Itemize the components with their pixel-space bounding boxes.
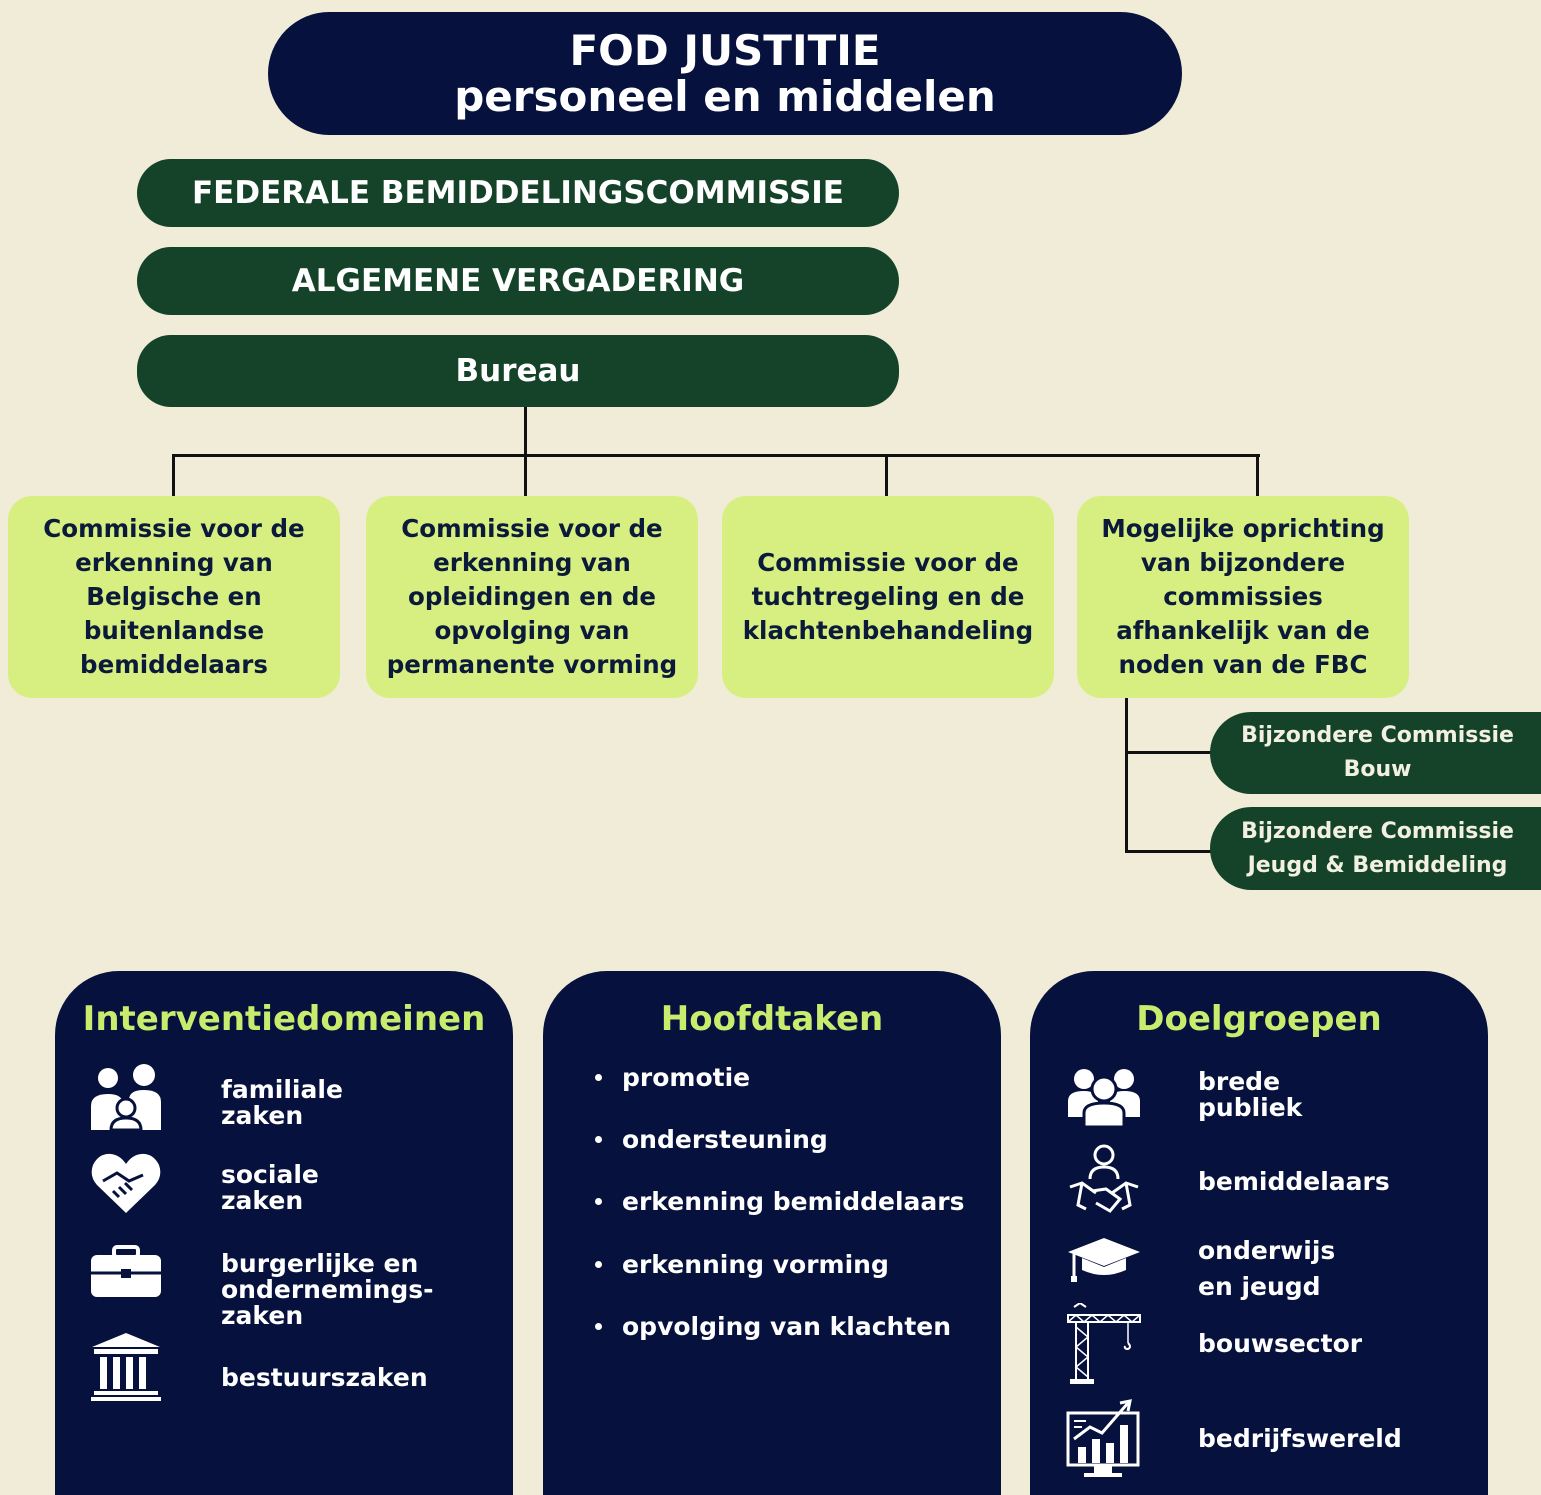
task-item-5: opvolging van klachten: [595, 1312, 951, 1341]
intervention-3-line-3: zaken: [221, 1301, 304, 1330]
intervention-1-line-2: zaken: [221, 1101, 304, 1130]
commission-text-4: Mogelijke oprichting van bijzondere comm…: [1101, 514, 1385, 679]
task-label-1: promotie: [622, 1063, 751, 1092]
connector-drop-1: [172, 454, 175, 496]
target-1-line-1: brede: [1198, 1067, 1281, 1096]
family-icon: [91, 1064, 161, 1130]
bullet-icon: [595, 1136, 602, 1143]
task-label-5: opvolging van klachten: [622, 1312, 952, 1341]
hoofdtaken-title: Hoofdtaken: [660, 999, 884, 1039]
panel-hoofdtaken: Hoofdtaken promotie ondersteuning erkenn…: [543, 971, 1001, 1495]
commission-box-4: Mogelijke oprichting van bijzondere comm…: [1077, 496, 1409, 698]
header-title: FOD JUSTITIE: [569, 25, 881, 75]
special-jeugd-line2: Jeugd & Bemiddeling: [1247, 852, 1508, 878]
target-label-2: bemiddelaars: [1198, 1169, 1390, 1195]
briefcase-icon: [91, 1245, 161, 1297]
commission-text-3: Commissie voor de tuchtregeling en de kl…: [742, 548, 1034, 645]
intervention-label-4: bestuurszaken: [221, 1365, 428, 1391]
federale-label: FEDERALE BEMIDDELINGSCOMMISSIE: [192, 175, 844, 211]
special-commission-bouw: Bijzondere Commissie Bouw: [1210, 712, 1541, 794]
commission-text-1: Commissie voor de erkenning van Belgisch…: [43, 514, 305, 679]
intervention-4-line-1: bestuurszaken: [221, 1363, 428, 1392]
commission-box-2: Commissie voor de erkenning van opleidin…: [366, 496, 698, 698]
task-item-4: erkenning vorming: [595, 1250, 889, 1279]
government-building-icon: [91, 1333, 161, 1401]
algemene-label: ALGEMENE VERGADERING: [291, 263, 745, 299]
connector-bureau-down: [524, 407, 527, 457]
algemene-pill: ALGEMENE VERGADERING: [137, 247, 899, 315]
target-5-line-1: bedrijfswereld: [1198, 1424, 1402, 1453]
target-label-3: onderwijs en jeugd: [1198, 1233, 1335, 1305]
special-jeugd-line1: Bijzondere Commissie: [1241, 818, 1514, 844]
bullet-icon: [595, 1261, 602, 1268]
task-item-3: erkenning bemiddelaars: [595, 1187, 965, 1216]
intervention-3-line-1: burgerlijke en: [221, 1249, 419, 1278]
intervention-label-2: sociale zaken: [221, 1162, 319, 1214]
target-label-5: bedrijfswereld: [1198, 1426, 1402, 1452]
commission-box-1: Commissie voor de erkenning van Belgisch…: [8, 496, 340, 698]
bureau-label: Bureau: [455, 353, 581, 389]
doelgroepen-title: Doelgroepen: [1136, 999, 1382, 1039]
bureau-pill: Bureau: [137, 335, 899, 407]
bullet-icon: [595, 1323, 602, 1330]
connector-drop-3: [885, 454, 888, 496]
special-bouw-line1: Bijzondere Commissie: [1241, 723, 1514, 748]
target-3-line-2: en jeugd: [1198, 1272, 1321, 1301]
federale-pill: FEDERALE BEMIDDELINGSCOMMISSIE: [137, 159, 899, 227]
heart-handshake-icon: [91, 1153, 161, 1213]
commission-text-2: Commissie voor de erkenning van opleidin…: [386, 514, 678, 679]
target-2-line-1: bemiddelaars: [1198, 1167, 1390, 1196]
special-connector-2: [1125, 850, 1215, 853]
target-1-line-2: publiek: [1198, 1093, 1303, 1122]
special-bouw-line2: Bouw: [1343, 757, 1412, 782]
special-connector-1: [1125, 751, 1215, 754]
special-commission-jeugd: Bijzondere Commissie Jeugd & Bemiddeling: [1210, 807, 1541, 890]
header-subtitle: personeel en middelen: [454, 71, 996, 121]
connector-horizontal: [172, 454, 1260, 457]
connector-drop-4: [1256, 454, 1259, 496]
panel-interventiedomeinen: Interventiedomeinen familiale zaken soci…: [55, 971, 513, 1495]
target-label-4: bouwsector: [1198, 1331, 1362, 1357]
panel-doelgroepen: Doelgroepen brede publiek bemiddelaars o…: [1030, 971, 1488, 1495]
target-4-line-1: bouwsector: [1198, 1329, 1363, 1358]
special-connector-vertical: [1125, 698, 1128, 853]
business-chart-icon: [1066, 1399, 1140, 1477]
task-label-3: erkenning bemiddelaars: [622, 1187, 965, 1216]
interventiedomeinen-title: Interventiedomeinen: [82, 999, 486, 1039]
crane-icon: [1067, 1303, 1141, 1384]
task-label-2: ondersteuning: [622, 1125, 828, 1154]
target-3-line-1: onderwijs: [1198, 1236, 1336, 1265]
intervention-3-line-2: ondernemings-: [221, 1275, 434, 1304]
target-label-1: brede publiek: [1198, 1069, 1302, 1121]
header-pill: FOD JUSTITIE personeel en middelen: [268, 12, 1182, 135]
task-item-2: ondersteuning: [595, 1125, 828, 1154]
connector-drop-2: [524, 454, 527, 496]
intervention-2-line-2: zaken: [221, 1186, 304, 1215]
intervention-label-3: burgerlijke en ondernemings- zaken: [221, 1251, 433, 1329]
commission-box-3: Commissie voor de tuchtregeling en de kl…: [722, 496, 1054, 698]
task-item-1: promotie: [595, 1063, 750, 1092]
mediator-handshake-icon: [1069, 1144, 1139, 1213]
task-label-4: erkenning vorming: [622, 1250, 889, 1279]
graduation-cap-icon: [1068, 1238, 1140, 1282]
group-icon: [1068, 1069, 1140, 1127]
intervention-1-line-1: familiale: [221, 1075, 343, 1104]
intervention-2-line-1: sociale: [221, 1160, 319, 1189]
intervention-label-1: familiale zaken: [221, 1077, 343, 1129]
bullet-icon: [595, 1198, 602, 1205]
bullet-icon: [595, 1074, 602, 1081]
